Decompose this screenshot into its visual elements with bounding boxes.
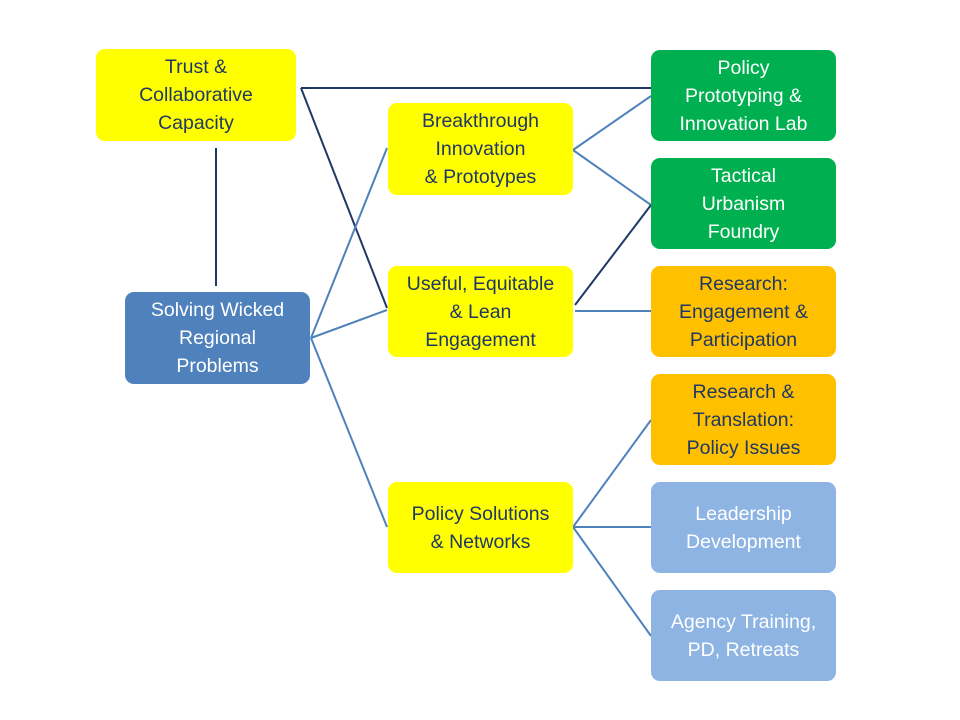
connector-policy-solutions-agency: [572, 526, 652, 637]
node-breakthrough-innovation: Breakthrough Innovation & Prototypes: [388, 103, 573, 195]
connector-breakthrough-policy-lab: [572, 95, 652, 151]
node-research-engagement-participation: Research: Engagement & Participation: [651, 266, 836, 357]
node-agency-training: Agency Training, PD, Retreats: [651, 590, 836, 681]
connector-breakthrough-tactical: [572, 149, 652, 206]
connector-solving-useful: [310, 309, 388, 339]
node-trust-collaborative-capacity: Trust & Collaborative Capacity: [96, 49, 296, 141]
node-policy-solutions-networks: Policy Solutions & Networks: [388, 482, 573, 573]
connector-trust-useful: [300, 87, 388, 309]
connector-solving-policy-solutions: [310, 337, 388, 528]
connector-useful-tactical: [574, 204, 652, 306]
connector-solving-breakthrough: [310, 147, 388, 339]
connector-policy-solutions-research-translation: [572, 419, 652, 528]
node-useful-equitable-lean-engagement: Useful, Equitable & Lean Engagement: [388, 266, 573, 357]
node-policy-prototyping-innovation-lab: Policy Prototyping & Innovation Lab: [651, 50, 836, 141]
node-research-translation-policy-issues: Research & Translation: Policy Issues: [651, 374, 836, 465]
node-tactical-urbanism-foundry: Tactical Urbanism Foundry: [651, 158, 836, 249]
node-solving-wicked-regional-problems: Solving Wicked Regional Problems: [125, 292, 310, 384]
node-leadership-development: Leadership Development: [651, 482, 836, 573]
